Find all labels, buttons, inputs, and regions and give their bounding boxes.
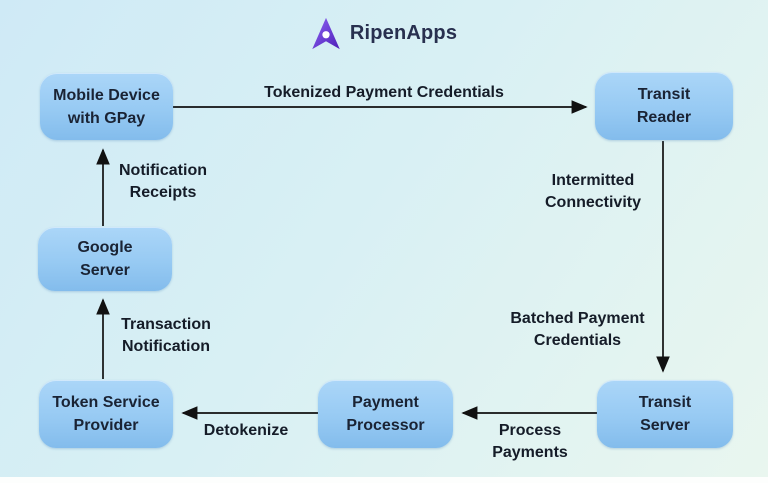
edge-label-intermitted-connectivity: Intermitted Connectivity bbox=[544, 172, 641, 211]
edge-label-detokenize: Detokenize bbox=[203, 422, 289, 439]
navigation-arrow-icon bbox=[312, 17, 340, 50]
node-mobile-device-with-gpay: Mobile Device with GPay bbox=[40, 73, 173, 140]
node-transit-server: Transit Server bbox=[597, 380, 733, 448]
node-payment-processor: Payment Processor bbox=[318, 380, 453, 448]
edge-label-tokenized-payment-credentials: Tokenized Payment Credentials bbox=[264, 84, 504, 101]
bottom-white-strip bbox=[0, 477, 768, 483]
edge-label-batched-payment-credentials: Batched Payment Credentials bbox=[510, 310, 645, 349]
node-google-server: Google Server bbox=[38, 227, 172, 291]
node-token-service-provider: Token Service Provider bbox=[39, 380, 173, 448]
edge-label-transaction-notification: Transaction Notification bbox=[121, 316, 211, 355]
node-transit-reader: Transit Reader bbox=[595, 72, 733, 140]
brand-header: RipenApps bbox=[0, 17, 768, 50]
edge-label-process-payments: Process Payments bbox=[492, 422, 568, 461]
edge-label-notification-receipts: Notification Receipts bbox=[119, 162, 207, 201]
brand-name: RipenApps bbox=[349, 22, 458, 44]
